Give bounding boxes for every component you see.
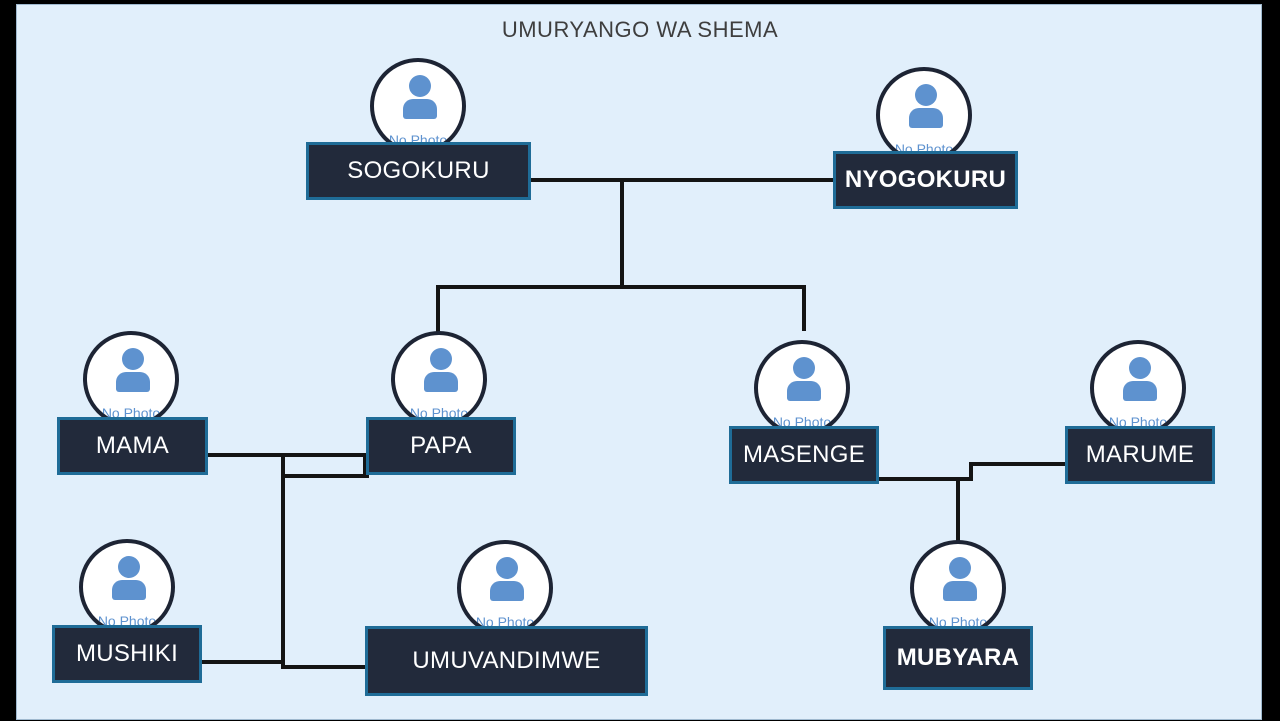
connector-masenge-marume-2	[969, 462, 1069, 481]
name-box: PAPA	[366, 417, 516, 475]
name-box: UMUVANDIMWE	[365, 626, 648, 696]
person-icon	[496, 557, 518, 579]
person-icon	[915, 84, 937, 106]
name-box: NYOGOKURU	[833, 151, 1018, 209]
avatar-placeholder: No Photo	[83, 331, 179, 427]
person-icon	[430, 348, 452, 370]
person-icon	[793, 357, 815, 379]
diagram-title: UMURYANGO WA SHEMA	[501, 17, 779, 42]
name-box: MASENGE	[729, 426, 879, 484]
avatar-placeholder: No Photo	[79, 539, 175, 635]
person-icon	[118, 556, 140, 578]
name-box: MUSHIKI	[52, 625, 202, 683]
avatar-placeholder: No Photo	[910, 540, 1006, 636]
name-box: MUBYARA	[883, 626, 1033, 690]
name-box: SOGOKURU	[306, 142, 531, 200]
person-icon	[1129, 357, 1151, 379]
family-tree-canvas: UMURYANGO WA SHEMA No Photo	[16, 4, 1262, 720]
avatar-placeholder: No Photo	[391, 331, 487, 427]
avatar-placeholder: No Photo	[754, 340, 850, 436]
avatar-placeholder: No Photo	[876, 67, 972, 163]
connector-lines	[198, 178, 1069, 669]
name-box: MAMA	[57, 417, 208, 475]
avatar-placeholder: No Photo	[370, 58, 466, 154]
person-icon	[409, 75, 431, 97]
person-icon	[949, 557, 971, 579]
person-icon	[122, 348, 144, 370]
name-box: MARUME	[1065, 426, 1215, 484]
avatar-placeholder: No Photo	[457, 540, 553, 636]
avatar-placeholder: No Photo	[1090, 340, 1186, 436]
